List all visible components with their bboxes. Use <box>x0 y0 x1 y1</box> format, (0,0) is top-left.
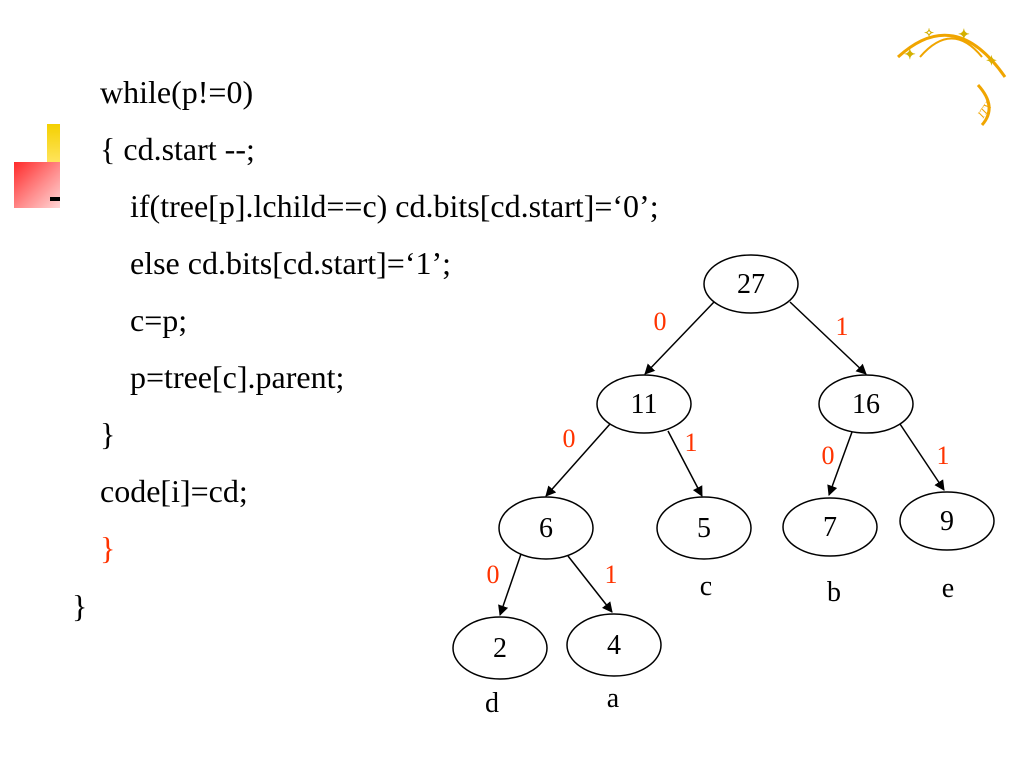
tree-edge-n6-n4 <box>567 555 613 613</box>
edge-bit-label: 0 <box>487 560 500 589</box>
code-line-3: if(tree[p].lchild==c) cd.bits[cd.start]=… <box>130 188 659 224</box>
edge-bit-label: 0 <box>822 441 835 470</box>
code-line-1: while(p!=0) <box>100 74 254 110</box>
node-weight-label: 4 <box>607 630 621 661</box>
leaf-char-label: b <box>827 577 841 608</box>
tree-edge-n16-n9 <box>899 423 945 491</box>
tree-edge-n27-n11 <box>644 301 715 375</box>
tree-node-11 <box>596 374 692 434</box>
code-line-10: } <box>72 588 88 624</box>
tree-edge-n27-n16 <box>789 301 867 375</box>
tree-edge-n6-n2 <box>498 553 522 616</box>
code-line-6: p=tree[c].parent; <box>130 359 345 395</box>
code-line-8: code[i]=cd; <box>100 473 248 509</box>
tree-node-4 <box>566 613 662 677</box>
node-weight-label: 11 <box>631 389 658 420</box>
tree-node-5 <box>656 496 752 560</box>
edge-bit-label: 1 <box>605 560 618 589</box>
code-line-7: } <box>100 416 116 452</box>
tree-node-6 <box>498 496 594 560</box>
edge-bit-label: 1 <box>836 312 849 341</box>
tree-node-27 <box>703 254 799 314</box>
tree-node-16 <box>818 374 914 434</box>
node-weight-label: 7 <box>823 512 837 543</box>
tree-node-9 <box>899 491 995 551</box>
leaf-char-label: a <box>607 683 620 714</box>
svg-text:✧: ✧ <box>986 53 997 68</box>
decorative-dash <box>50 197 60 201</box>
tree-edge-n16-n7 <box>827 431 853 496</box>
university-logo: ✦ ✧ ✦ ✧ ITY <box>896 26 1007 126</box>
node-weight-label: 9 <box>940 506 954 537</box>
node-weight-label: 2 <box>493 633 507 664</box>
node-weight-label: 27 <box>737 269 765 300</box>
node-weight-label: 5 <box>697 513 711 544</box>
tree-node-7 <box>782 497 878 557</box>
svg-text:✦: ✦ <box>958 28 970 43</box>
edge-bit-label: 0 <box>654 307 667 336</box>
node-weight-label: 16 <box>852 389 880 420</box>
code-line-5: c=p; <box>130 302 188 338</box>
tree-node-2 <box>452 616 548 680</box>
edge-bit-label: 1 <box>937 441 950 470</box>
leaf-char-label: e <box>942 573 954 604</box>
edge-bit-label: 0 <box>563 424 576 453</box>
code-line-2: { cd.start --; <box>100 131 255 167</box>
leaf-char-label: c <box>700 571 712 602</box>
decorative-yellow-bar <box>47 124 60 162</box>
tree-edge-n11-n5 <box>667 430 703 497</box>
code-line-4: else cd.bits[cd.start]=‘1’; <box>130 245 452 281</box>
code-line-9: } <box>100 530 116 566</box>
edge-bit-label: 1 <box>685 428 698 457</box>
node-weight-label: 6 <box>539 513 553 544</box>
tree-edge-n11-n6 <box>545 423 611 497</box>
svg-text:✦: ✦ <box>904 48 916 63</box>
leaf-char-label: d <box>485 688 499 719</box>
svg-text:✧: ✧ <box>924 26 934 40</box>
